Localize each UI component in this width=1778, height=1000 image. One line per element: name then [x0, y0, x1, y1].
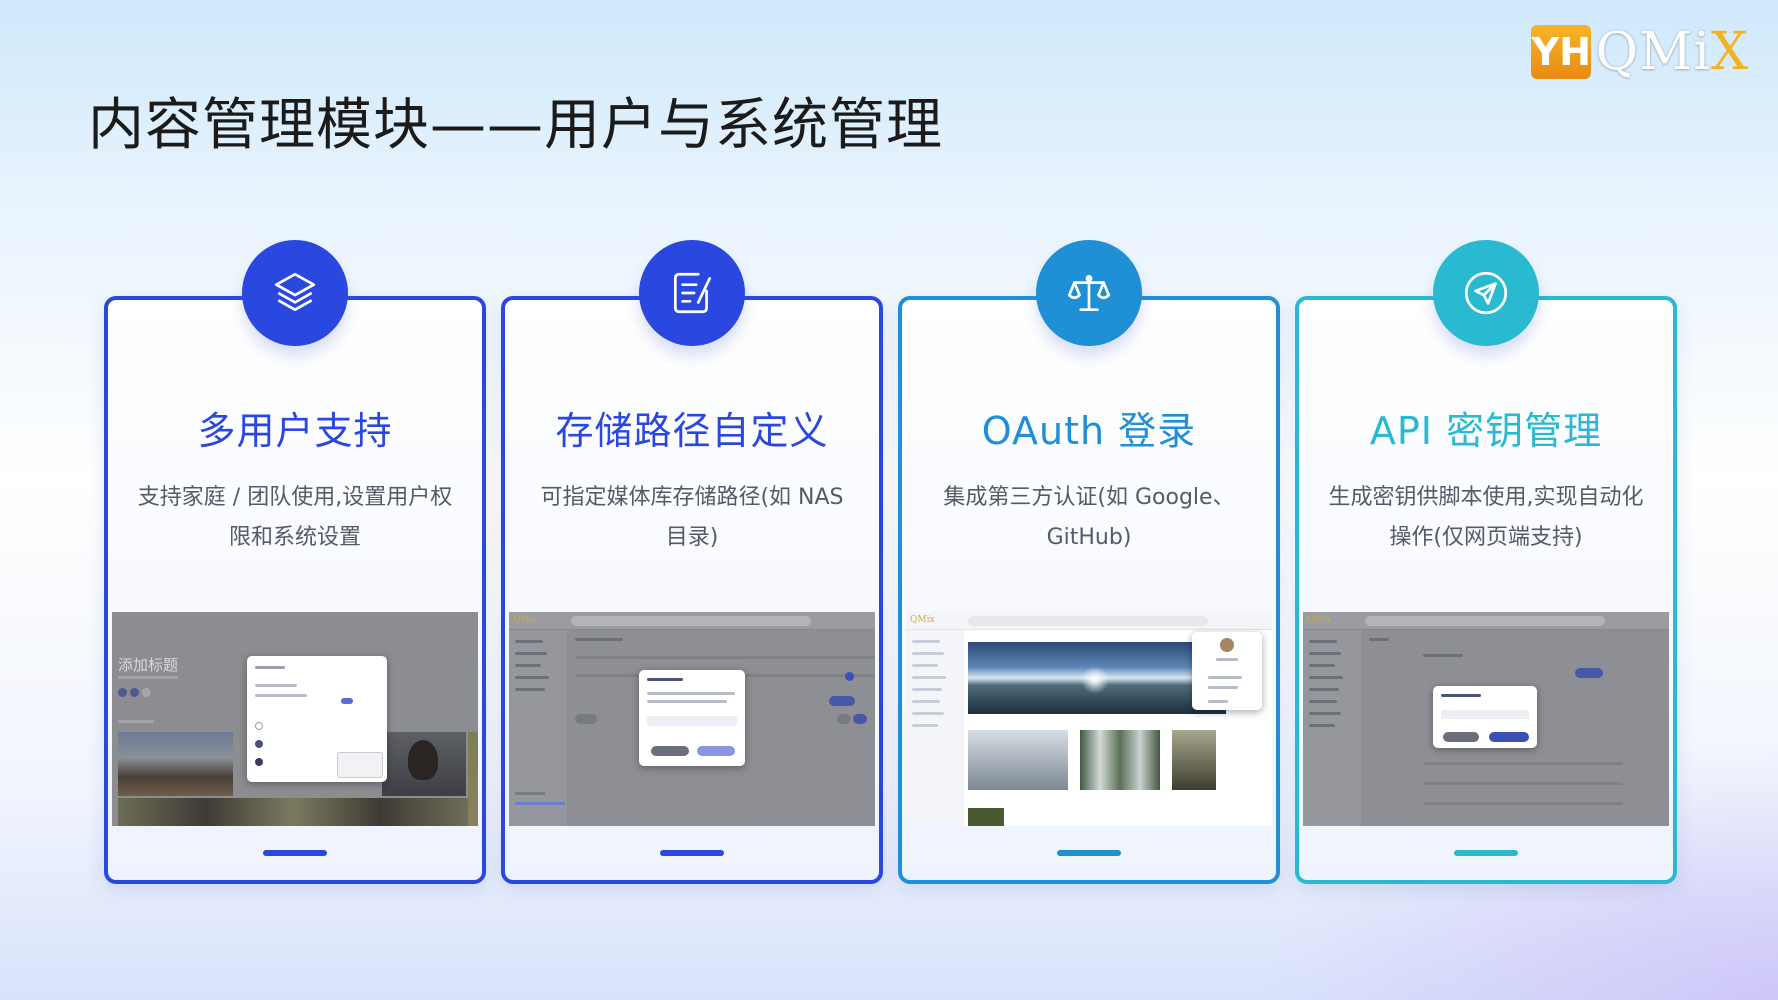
brand-logo-x: X — [1710, 22, 1748, 82]
screenshot-api-key: QMix — [1303, 612, 1669, 826]
brand-logo-mark: YH — [1531, 25, 1592, 79]
card-description: 可指定媒体库存储路径(如 NAS 目录) — [540, 485, 844, 550]
card-indicator — [660, 850, 724, 856]
brand-logo: YH QMi X — [1531, 22, 1748, 82]
card-title: API 密钥管理 — [1369, 409, 1603, 453]
card-indicator — [263, 850, 327, 856]
card-title: 存储路径自定义 — [555, 409, 829, 453]
send-icon — [1433, 240, 1539, 346]
card-indicator — [1057, 850, 1121, 856]
shot-heading: 添加标题 — [118, 656, 179, 674]
screenshot-multi-user: 添加标题 — [112, 612, 478, 826]
card-indicator — [1454, 850, 1518, 856]
feature-card-api-key: API 密钥管理 生成密钥供脚本使用,实现自动化操作(仅网页端支持) QMix — [1295, 240, 1677, 884]
document-edit-icon — [639, 240, 745, 346]
feature-card-oauth: OAuth 登录 集成第三方认证(如 Google、GitHub) QMix — [898, 240, 1280, 884]
brand-logo-text: QMi — [1595, 22, 1711, 82]
balance-scale-icon — [1036, 240, 1142, 346]
card-title: OAuth 登录 — [981, 409, 1197, 453]
screenshot-oauth: QMix — [906, 612, 1272, 826]
card-title: 多用户支持 — [197, 409, 393, 453]
feature-card-multi-user: 多用户支持 支持家庭 / 团队使用,设置用户权限和系统设置 添加标题 — [104, 240, 486, 884]
card-description: 支持家庭 / 团队使用,设置用户权限和系统设置 — [137, 485, 453, 550]
layers-icon — [242, 240, 348, 346]
card-description: 集成第三方认证(如 Google、GitHub) — [943, 485, 1235, 550]
card-description: 生成密钥供脚本使用,实现自动化操作(仅网页端支持) — [1328, 485, 1644, 550]
feature-card-storage-path: 存储路径自定义 可指定媒体库存储路径(如 NAS 目录) QMix — [501, 240, 883, 884]
screenshot-storage-path: QMix — [509, 612, 875, 826]
page-title: 内容管理模块——用户与系统管理 — [88, 93, 943, 158]
